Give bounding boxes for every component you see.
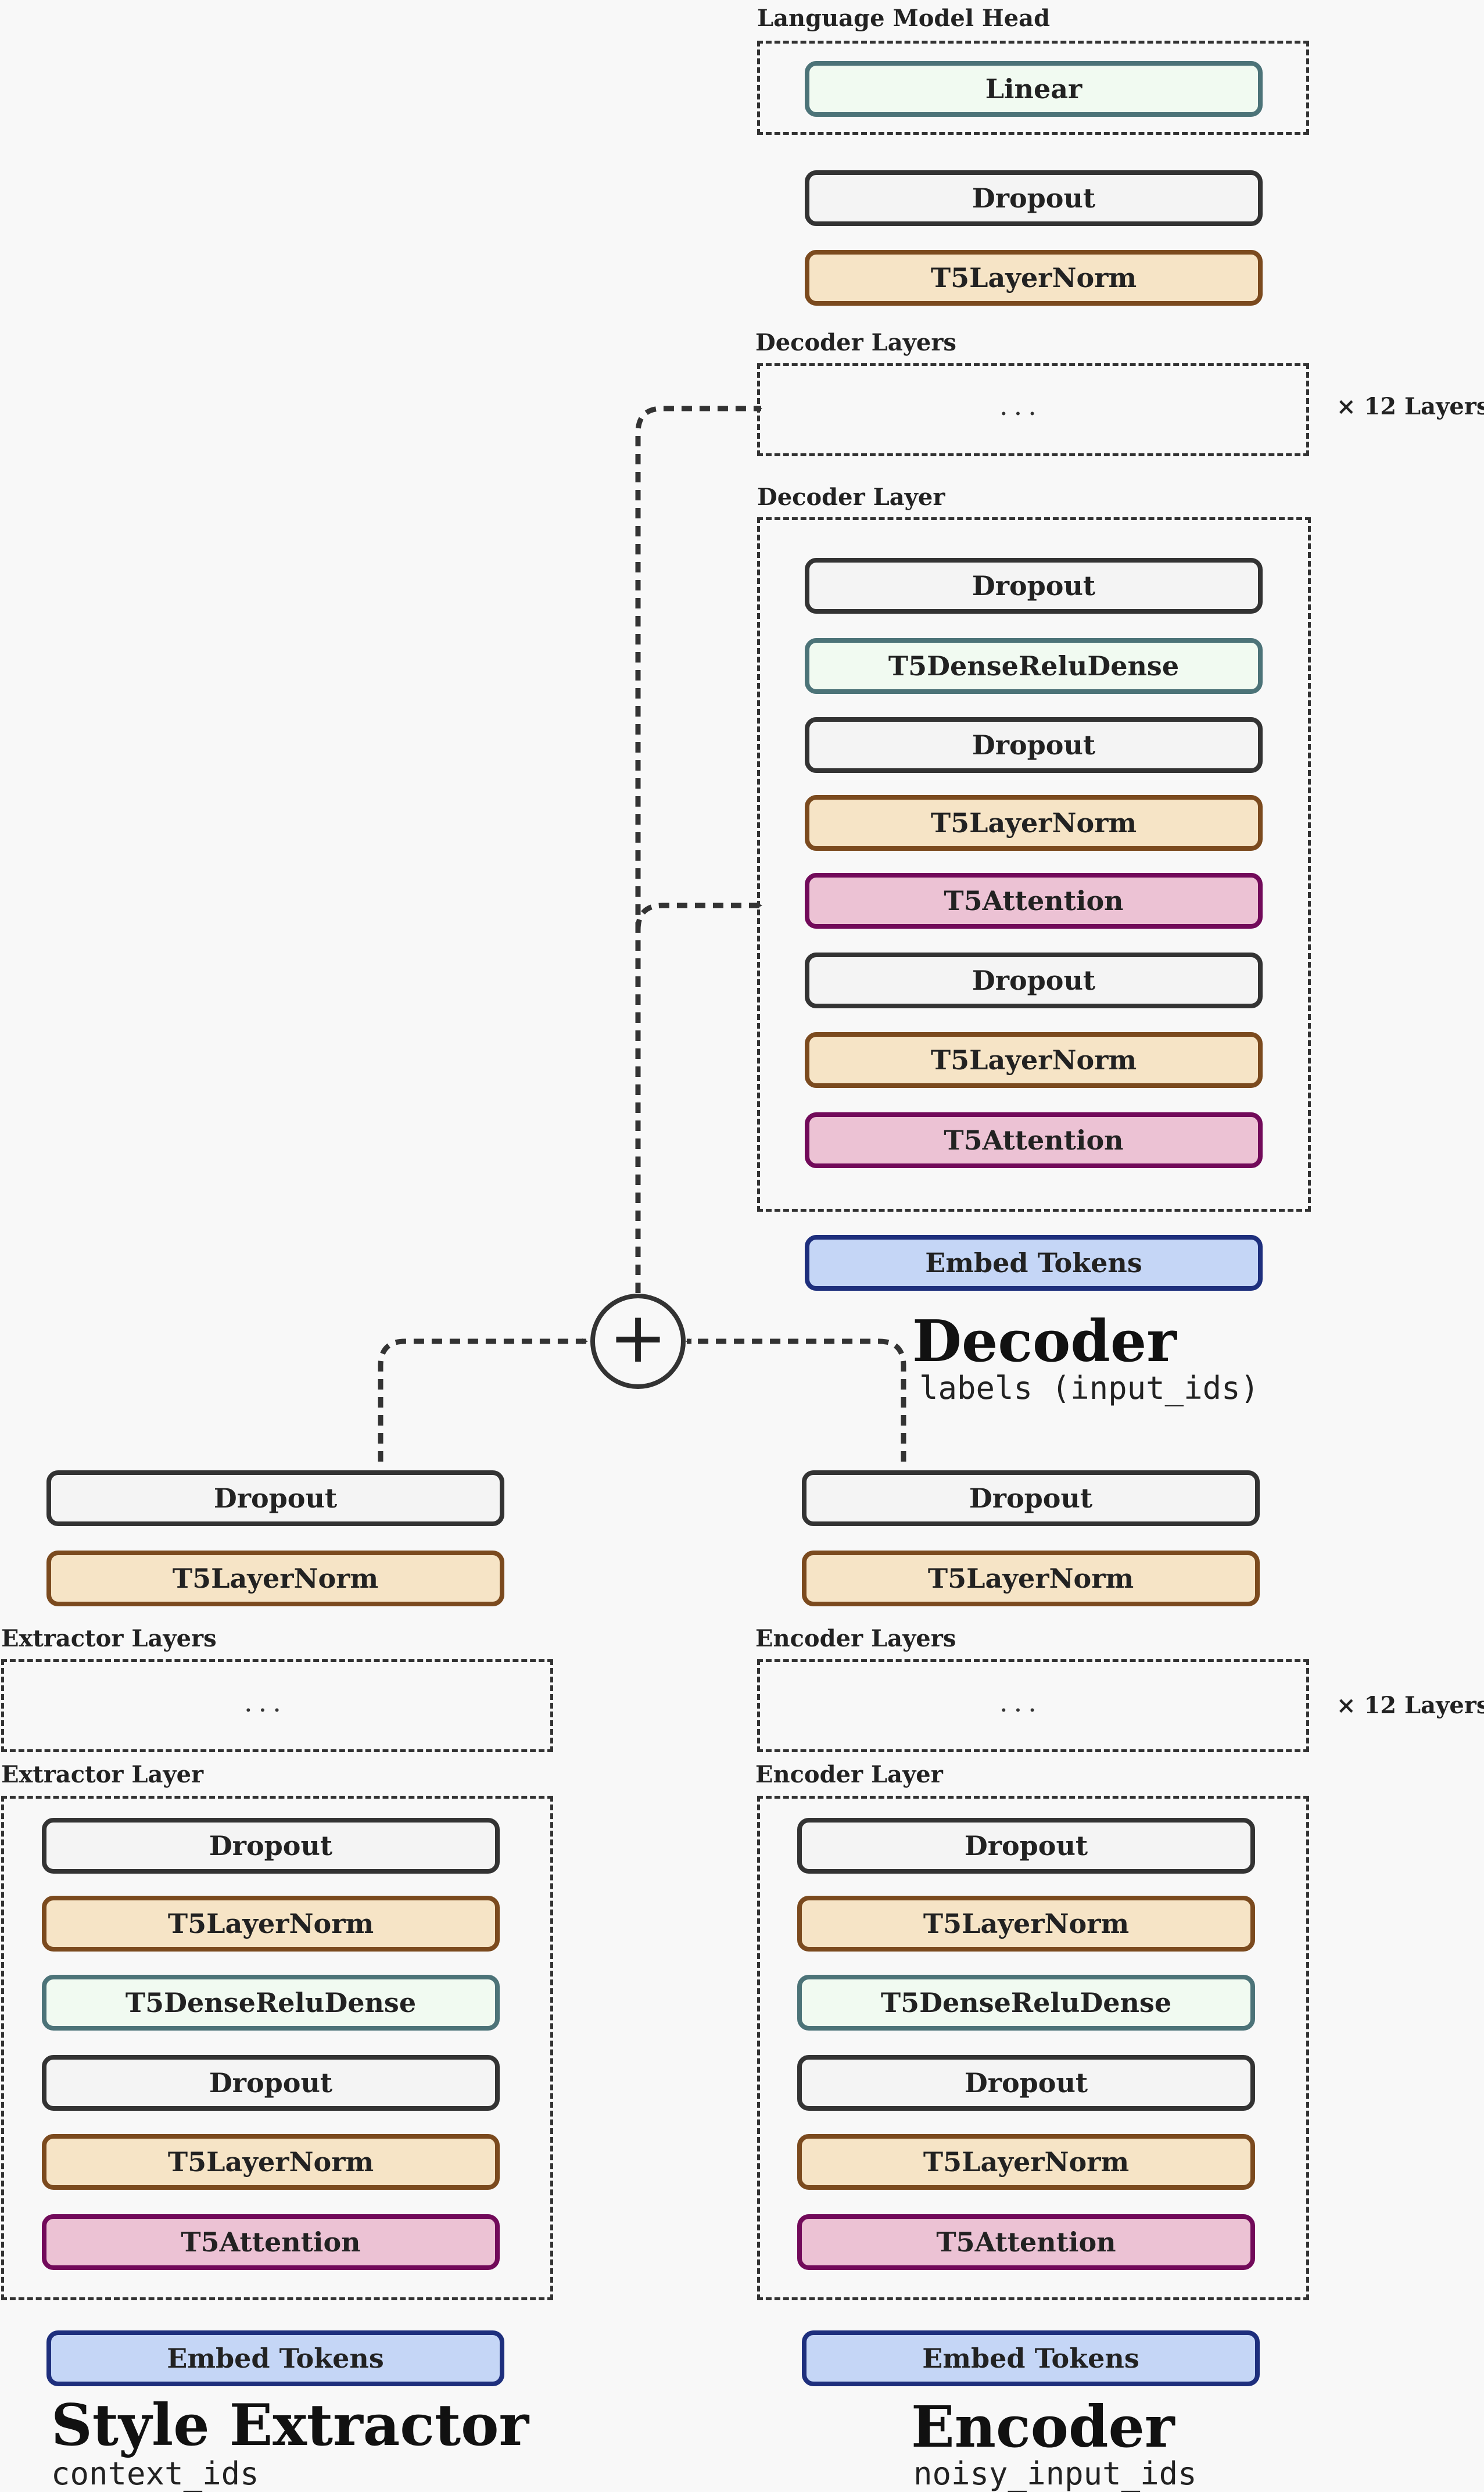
- decoder-layer-block-dropout-1: Dropout: [805, 558, 1263, 614]
- arrow-extractor-to-sum: [378, 1338, 588, 1462]
- extractor-layer-block-dropout-2: Dropout: [42, 2055, 500, 2111]
- decoder-layers-label: Decoder Layers: [755, 329, 956, 356]
- extractor-layers-group: [1, 1659, 553, 1752]
- arrow-sum-to-layers: [635, 406, 762, 1293]
- decoder-layer-block-self-attention: T5Attention: [805, 1112, 1263, 1168]
- encoder-layer-block-dense: T5DenseReluDense: [797, 1975, 1255, 2031]
- encoder-layers-count: × 12 Layers: [1336, 1692, 1484, 1719]
- lm-head-group: [757, 41, 1309, 135]
- extractor-layer-block-dropout-1: Dropout: [42, 1818, 500, 1874]
- decoder-final-dropout: Dropout: [805, 170, 1263, 226]
- plus-icon: +: [608, 1298, 668, 1379]
- encoder-layer-group: [757, 1796, 1309, 2300]
- encoder-layer-block-layernorm-2: T5LayerNorm: [797, 2134, 1255, 2190]
- arrow-encoder-to-sum: [686, 1338, 906, 1462]
- encoder-layers-group: [757, 1659, 1309, 1752]
- extractor-layer-label: Extractor Layer: [1, 1761, 204, 1788]
- decoder-layer-group: [757, 517, 1311, 1212]
- extractor-final-layernorm: T5LayerNorm: [46, 1551, 504, 1606]
- decoder-layers-group: [757, 363, 1309, 456]
- extractor-layers-label: Extractor Layers: [1, 1625, 217, 1652]
- decoder-layers-count: × 12 Layers: [1336, 393, 1484, 420]
- encoder-input-label: noisy_input_ids: [913, 2455, 1197, 2492]
- encoder-layer-block-attention: T5Attention: [797, 2214, 1255, 2270]
- encoder-final-dropout: Dropout: [802, 1470, 1260, 1526]
- decoder-input-label: labels (input_ids): [919, 1370, 1260, 1406]
- linear-block: Linear: [805, 61, 1263, 117]
- extractor-layers-ellipsis: ...: [244, 1687, 287, 1718]
- decoder-layer-block-cross-attention: T5Attention: [805, 873, 1263, 929]
- extractor-title: Style Extractor: [51, 2392, 529, 2459]
- extractor-layer-group: [1, 1796, 553, 2300]
- encoder-layers-label: Encoder Layers: [755, 1625, 956, 1652]
- encoder-layer-block-dropout-1: Dropout: [797, 1818, 1255, 1874]
- encoder-embed-tokens: Embed Tokens: [802, 2330, 1260, 2386]
- lm-head-label: Language Model Head: [757, 5, 1051, 32]
- extractor-layer-block-layernorm-1: T5LayerNorm: [42, 1896, 500, 1952]
- extractor-final-dropout: Dropout: [46, 1470, 504, 1526]
- encoder-layers-ellipsis: ...: [999, 1687, 1042, 1718]
- encoder-final-layernorm: T5LayerNorm: [802, 1551, 1260, 1606]
- extractor-layer-block-attention: T5Attention: [42, 2214, 500, 2270]
- decoder-embed-tokens: Embed Tokens: [805, 1235, 1263, 1291]
- decoder-final-layernorm: T5LayerNorm: [805, 250, 1263, 306]
- decoder-layer-block-layernorm-2: T5LayerNorm: [805, 1032, 1263, 1088]
- extractor-layer-block-dense: T5DenseReluDense: [42, 1975, 500, 2031]
- encoder-layer-block-dropout-2: Dropout: [797, 2055, 1255, 2111]
- decoder-layers-ellipsis: ...: [999, 390, 1042, 421]
- decoder-layer-block-dropout-2: Dropout: [805, 717, 1263, 773]
- extractor-input-label: context_ids: [51, 2455, 259, 2492]
- decoder-title: Decoder: [912, 1308, 1177, 1375]
- decoder-layer-block-layernorm-1: T5LayerNorm: [805, 795, 1263, 851]
- decoder-layer-block-dense: T5DenseReluDense: [805, 638, 1263, 694]
- sum-node: +: [590, 1294, 686, 1389]
- encoder-layer-block-layernorm-1: T5LayerNorm: [797, 1896, 1255, 1952]
- decoder-layer-label: Decoder Layer: [757, 484, 945, 511]
- decoder-layer-block-dropout-3: Dropout: [805, 953, 1263, 1008]
- encoder-title: Encoder: [911, 2394, 1175, 2461]
- extractor-embed-tokens: Embed Tokens: [46, 2330, 504, 2386]
- arrow-sum-to-cross-attention: [635, 903, 762, 930]
- encoder-layer-label: Encoder Layer: [755, 1761, 943, 1788]
- extractor-layer-block-layernorm-2: T5LayerNorm: [42, 2134, 500, 2190]
